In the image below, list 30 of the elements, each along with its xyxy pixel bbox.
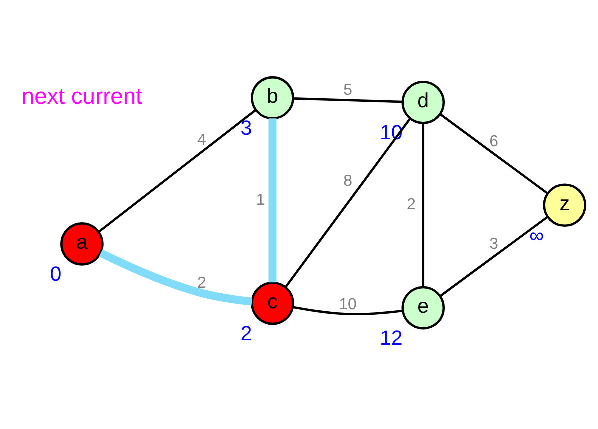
label: next current [22,82,142,109]
connector [99,250,253,306]
node-label: 12 [380,327,403,350]
node-circle: c [251,282,294,326]
edge-label: 5 [344,82,353,99]
edge-label: 1 [256,192,266,210]
edge-label: 6 [490,133,499,150]
edge-label: 2 [198,274,206,292]
node-label: 2 [240,322,252,346]
node-circle: z [543,184,587,228]
connector [440,114,549,195]
edge-label: 3 [490,236,499,253]
edge-label: 4 [198,132,206,150]
connector [422,123,425,288]
node-label: 3 [240,117,252,140]
node-circle: a [60,222,104,266]
connector [284,118,412,288]
node-circle: e [402,286,446,330]
node-circle: d [402,81,446,124]
node-circle: b [251,76,294,120]
connector [268,118,277,283]
connector [292,306,404,316]
edge-label: 2 [406,196,416,214]
connector [293,98,403,104]
edge-label: 10 [339,296,357,314]
connector [98,109,257,233]
connector [440,216,549,298]
edge-label: 8 [344,173,353,190]
node-label: 0 [50,263,62,286]
node-label: ∞ [530,224,544,248]
